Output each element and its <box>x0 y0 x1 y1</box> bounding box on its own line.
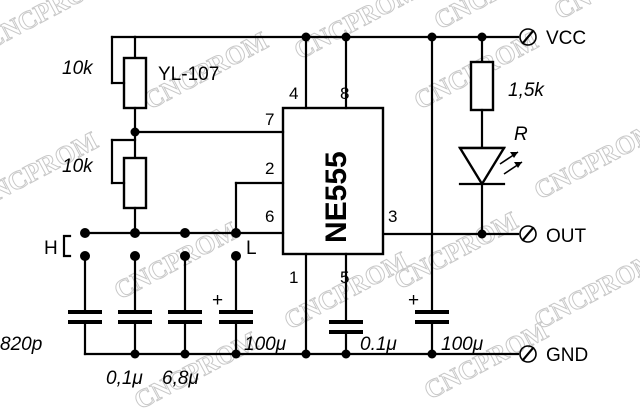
switch-contact <box>130 251 140 261</box>
junction <box>341 349 351 359</box>
junction <box>477 32 487 42</box>
vcc-terminal-label: VCC <box>546 28 586 49</box>
switch-l-label: L <box>246 238 257 259</box>
switch-contact <box>231 228 241 238</box>
cap-c5-value: 0.1μ <box>360 334 397 355</box>
junction <box>180 349 190 359</box>
switch-contact <box>180 228 190 238</box>
pot-top-value: 10k <box>62 58 94 79</box>
watermark: CNCPROM <box>529 116 640 205</box>
pin-6-label: 6 <box>265 207 274 226</box>
cap-c4-plus: + <box>212 290 223 311</box>
timing-capacitors: 820p 0,1μ 6,8μ + 100μ <box>0 254 287 389</box>
range-switch: H L <box>44 231 257 259</box>
junction-dots <box>80 32 487 359</box>
pin-7-label: 7 <box>265 110 274 129</box>
cap-c3-value: 6,8μ <box>162 368 199 389</box>
pin-4-label: 4 <box>289 84 298 103</box>
ne555-chip: NE555 4 8 1 5 7 2 6 <box>133 35 385 356</box>
chip-name: NE555 <box>320 151 353 243</box>
cap-c6-plus: + <box>408 290 419 311</box>
pin-8-label: 8 <box>340 84 349 103</box>
watermark: CNCPROM <box>289 0 422 65</box>
control-capacitor: 0.1μ <box>329 320 397 356</box>
out-terminal-label: OUT <box>546 226 587 247</box>
cap-c1-value: 820p <box>0 334 42 355</box>
watermark: CNCPROM <box>389 206 522 295</box>
supply-capacitor: + 100μ <box>408 35 484 356</box>
junction <box>301 349 311 359</box>
junction <box>301 32 311 42</box>
watermark: CNCPROM <box>429 0 562 35</box>
watermark: CNCPROM <box>0 0 113 55</box>
out-line: OUT 3 <box>381 207 587 247</box>
junction <box>130 349 140 359</box>
pin-1-label: 1 <box>289 268 298 287</box>
cap-c6-value: 100μ <box>441 334 484 355</box>
pin-3-label: 3 <box>388 207 397 226</box>
pin-5-label: 5 <box>340 268 349 287</box>
switch-contact <box>80 228 90 238</box>
junction <box>231 349 241 359</box>
junction <box>477 229 487 239</box>
cap-c4-value: 100μ <box>244 334 287 355</box>
junction <box>341 32 351 42</box>
led-branch: 1,5k R <box>457 35 545 236</box>
watermark: CNCPROM <box>549 0 640 25</box>
watermark: CNCPROM <box>529 246 640 335</box>
potentiometer-top: 10k YL-107 <box>62 35 219 134</box>
switch-contact <box>180 251 190 261</box>
switch-contact <box>130 228 140 238</box>
junction <box>427 349 437 359</box>
junction <box>427 32 437 42</box>
switch-contact <box>231 251 241 261</box>
vcc-rail: VCC <box>133 28 586 49</box>
switch-h-label: H <box>44 238 58 259</box>
pin-2-label: 2 <box>265 159 274 178</box>
led-resistor-value: 1,5k <box>508 80 545 101</box>
junction <box>130 127 140 137</box>
gnd-terminal-label: GND <box>546 345 588 366</box>
cap-c2-value: 0,1μ <box>106 368 143 389</box>
switch-contact <box>80 251 90 261</box>
pot-top-part: YL-107 <box>158 64 219 85</box>
potentiometer-mid: 10k <box>62 130 148 235</box>
led-label: R <box>514 124 528 145</box>
pot-mid-value: 10k <box>62 156 94 177</box>
